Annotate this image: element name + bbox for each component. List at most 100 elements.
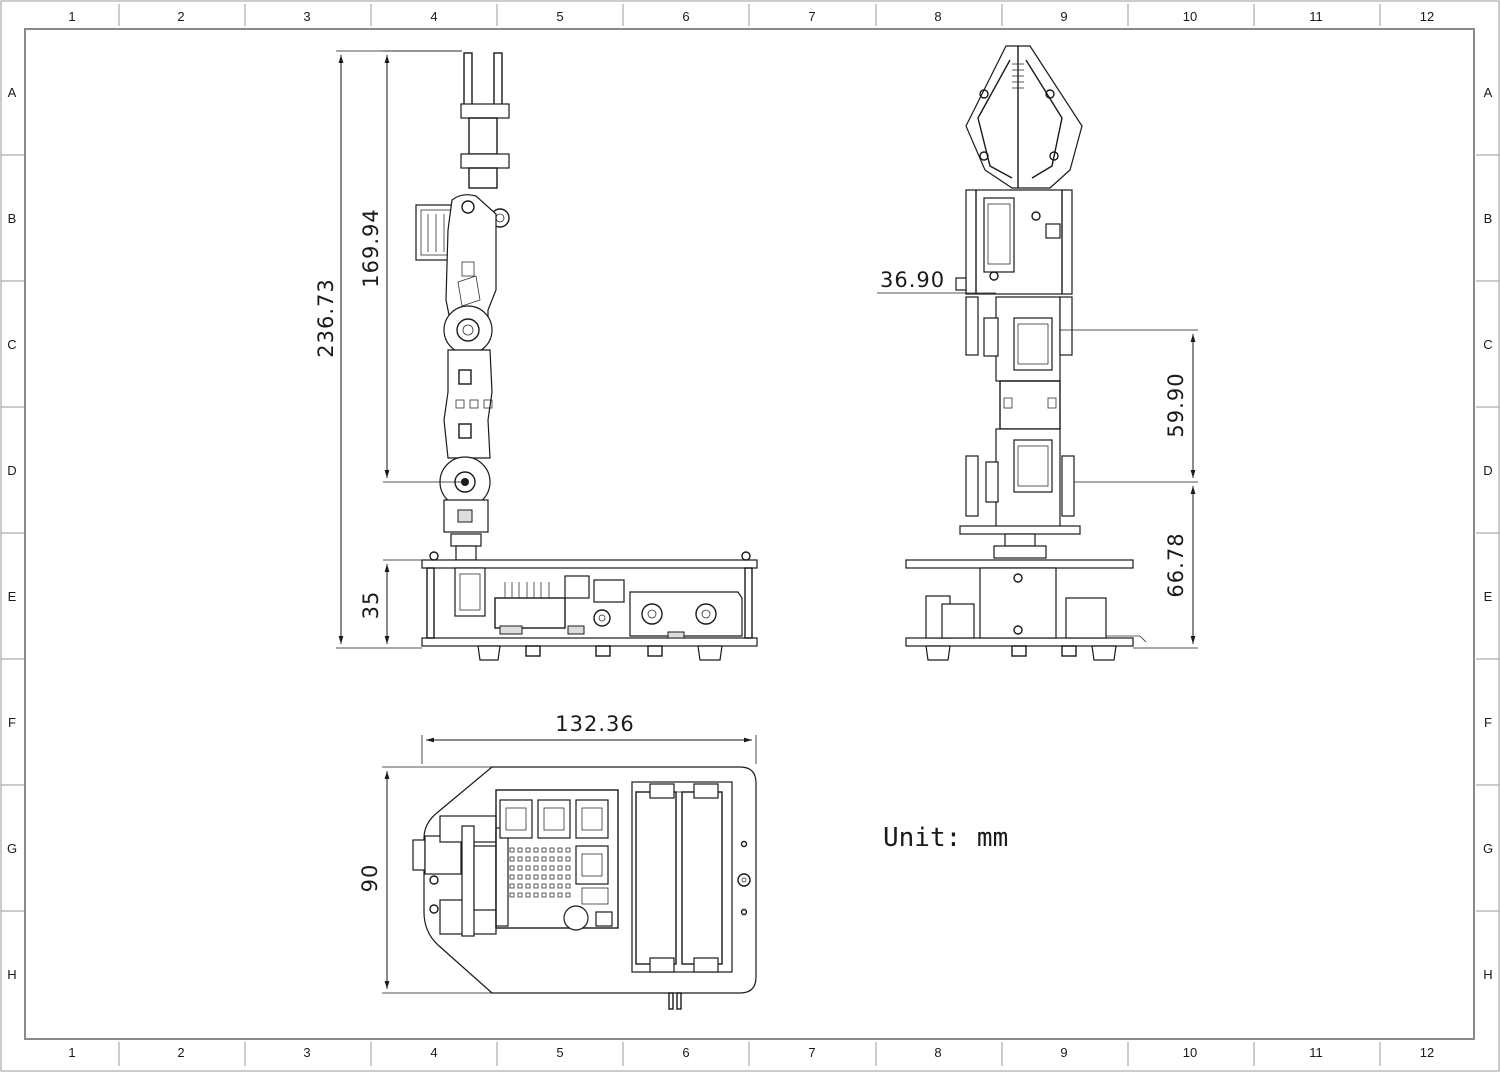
row-label: C — [7, 337, 16, 352]
col-label: 7 — [808, 9, 815, 24]
header-pin — [525, 856, 531, 862]
header-pin-field — [509, 847, 571, 898]
column-labels-bottom: 1 2 3 4 5 6 7 8 9 10 11 12 — [68, 1045, 1434, 1060]
header-pin — [541, 874, 547, 880]
row-label: F — [1484, 715, 1492, 730]
front-view — [905, 45, 1147, 661]
header-pin — [557, 883, 563, 889]
col-label: 6 — [682, 1045, 689, 1060]
row-label: C — [1483, 337, 1492, 352]
row-label: G — [1483, 841, 1493, 856]
col-label: 4 — [430, 9, 437, 24]
header-pin — [509, 883, 515, 889]
column-labels-top: 1 2 3 4 5 6 7 8 9 10 11 12 — [68, 9, 1434, 24]
header-pin — [517, 865, 523, 871]
dim-joint-spacing: 59.90 — [1164, 372, 1188, 437]
header-pin — [525, 874, 531, 880]
front-view-dimensions: 36.90 59.90 66.78 — [877, 268, 1198, 649]
dim-base-height: 35 — [359, 591, 383, 620]
col-label: 11 — [1309, 1045, 1323, 1060]
row-label: H — [7, 967, 16, 982]
col-label: 9 — [1060, 1045, 1067, 1060]
row-labels-left: A B C D E F G H — [7, 85, 17, 982]
header-pin — [533, 883, 539, 889]
header-pin — [525, 865, 531, 871]
header-pin — [557, 847, 563, 853]
header-pin — [565, 883, 571, 889]
header-pin — [517, 883, 523, 889]
dim-base-depth: 90 — [358, 864, 382, 893]
col-label: 10 — [1183, 9, 1197, 24]
col-label: 12 — [1420, 1045, 1434, 1060]
row-label: G — [7, 841, 17, 856]
header-pin — [565, 892, 571, 898]
header-pin — [509, 874, 515, 880]
row-label: B — [8, 211, 17, 226]
header-pin — [565, 856, 571, 862]
header-pin — [533, 865, 539, 871]
header-pin — [549, 892, 555, 898]
header-pin — [565, 847, 571, 853]
col-label: 5 — [556, 9, 563, 24]
row-label: A — [8, 85, 17, 100]
header-pin — [509, 856, 515, 862]
header-pin — [517, 892, 523, 898]
row-labels-right: A B C D E F G H — [1483, 85, 1493, 982]
header-pin — [525, 847, 531, 853]
header-pin — [509, 865, 515, 871]
row-label: E — [8, 589, 17, 604]
header-pin — [549, 883, 555, 889]
dim-overall-height: 236.73 — [314, 278, 338, 357]
header-pin — [557, 892, 563, 898]
row-label: F — [8, 715, 16, 730]
col-label: 8 — [934, 1045, 941, 1060]
top-view — [412, 766, 757, 1010]
row-label: E — [1484, 589, 1493, 604]
top-view-dimensions: 132.36 90 — [358, 712, 757, 994]
col-label: 5 — [556, 1045, 563, 1060]
row-label: D — [1483, 463, 1492, 478]
header-pin — [549, 847, 555, 853]
header-pin — [533, 856, 539, 862]
col-label: 2 — [177, 9, 184, 24]
header-pin — [541, 883, 547, 889]
header-pin — [533, 892, 539, 898]
header-pin — [541, 865, 547, 871]
unit-label: Unit: mm — [883, 823, 1008, 853]
col-label: 8 — [934, 9, 941, 24]
header-pin — [509, 847, 515, 853]
dim-lower-height: 66.78 — [1164, 532, 1188, 597]
row-label: D — [7, 463, 16, 478]
col-label: 3 — [303, 9, 310, 24]
header-pin — [541, 847, 547, 853]
col-label: 1 — [68, 1045, 75, 1060]
dim-base-width: 132.36 — [555, 712, 634, 736]
col-label: 2 — [177, 1045, 184, 1060]
col-label: 1 — [68, 9, 75, 24]
header-pin — [557, 856, 563, 862]
row-label: A — [1484, 85, 1493, 100]
header-pin — [565, 874, 571, 880]
header-pin — [517, 856, 523, 862]
header-pin — [549, 856, 555, 862]
col-label: 10 — [1183, 1045, 1197, 1060]
col-label: 9 — [1060, 9, 1067, 24]
header-pin — [557, 865, 563, 871]
col-label: 11 — [1309, 9, 1323, 24]
header-pin — [509, 892, 515, 898]
dim-arm-height: 169.94 — [359, 208, 383, 287]
col-label: 7 — [808, 1045, 815, 1060]
header-pin — [525, 892, 531, 898]
side-view — [415, 52, 758, 661]
col-label: 3 — [303, 1045, 310, 1060]
row-label: H — [1483, 967, 1492, 982]
header-pin — [517, 847, 523, 853]
header-pin — [541, 892, 547, 898]
header-pin — [565, 865, 571, 871]
header-pin — [541, 856, 547, 862]
header-pin — [533, 874, 539, 880]
side-view-dimensions: 236.73 169.94 35 — [314, 50, 462, 649]
header-pin — [533, 847, 539, 853]
